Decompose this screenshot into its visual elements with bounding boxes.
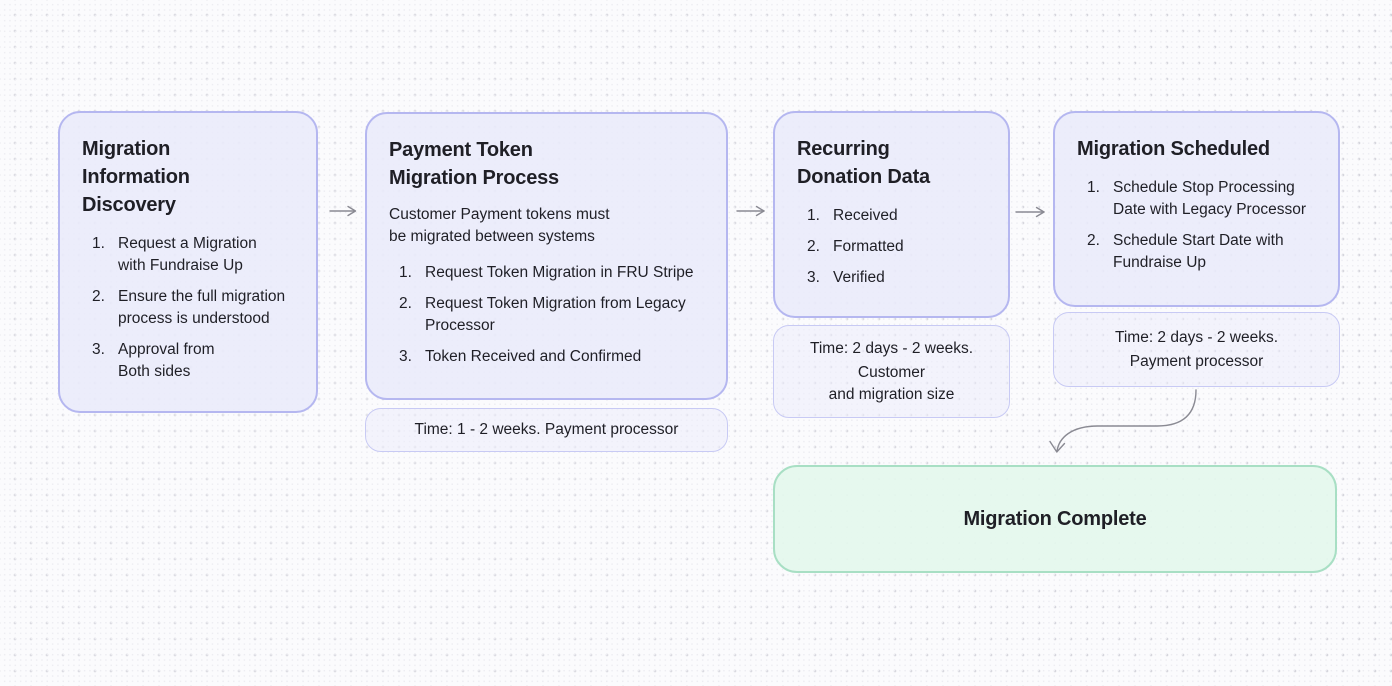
- list-item-text: Fundraise Up: [1113, 254, 1207, 271]
- node-title: Recurring Donation Data: [797, 135, 986, 191]
- node-title-line: Recurring: [797, 138, 890, 160]
- list-item-text: Request Token Migration in FRU Stripe: [425, 264, 694, 281]
- node-title: Payment Token Migration Process: [389, 136, 704, 192]
- node-title-line: Migration Process: [389, 167, 559, 189]
- node-title-line: Migration Scheduled: [1077, 138, 1270, 160]
- list-item: 3. Token Received and Confirmed: [399, 346, 704, 368]
- time-note-text: Time: 2 days - 2 weeks.: [809, 339, 974, 357]
- list-item: 1. Received: [807, 205, 986, 227]
- list-item-text: Verified: [833, 269, 885, 286]
- list-item-text: Formatted: [833, 238, 904, 255]
- list-item-text: Approval from: [118, 341, 215, 358]
- list-item-text: Request Token Migration from Legacy: [425, 295, 686, 312]
- flow-arrow-3-icon: [1015, 206, 1045, 218]
- list-item-text: Request a Migration: [118, 235, 257, 252]
- node-migration-information-discovery[interactable]: Migration Information Discovery 1. Reque…: [58, 111, 318, 413]
- list-item: 2. Ensure the full migration process is u…: [92, 286, 294, 330]
- list-item-text: process is understood: [118, 310, 270, 327]
- list-item-text: Ensure the full migration: [118, 288, 286, 305]
- list-item: 1. Request a Migration with Fundraise Up: [92, 233, 294, 277]
- numbered-list: 1. Received 2. Formatted 3. Verified: [797, 205, 986, 289]
- node-payment-token-migration-process[interactable]: Payment Token Migration Process Customer…: [365, 112, 728, 400]
- time-note-text: Time: 2 days - 2 weeks.: [1114, 328, 1279, 346]
- list-marker: 1.: [1087, 179, 1100, 196]
- time-note-text: Customer: [857, 363, 926, 381]
- node-title: Migration Scheduled: [1077, 135, 1316, 163]
- node-description: Customer Payment tokens must be migrated…: [389, 204, 704, 248]
- list-marker: 2.: [92, 288, 105, 305]
- description-line: be migrated between systems: [389, 228, 595, 245]
- list-marker: 2.: [399, 295, 412, 312]
- node-title-line: Discovery: [82, 194, 176, 216]
- time-note[interactable]: Time: 2 days - 2 weeks. Customer and mig…: [773, 325, 1010, 418]
- list-item: 3. Verified: [807, 267, 986, 289]
- flow-arrow-1-icon: [329, 205, 357, 217]
- time-note-text: and migration size: [828, 385, 955, 403]
- list-item: 1. Request Token Migration in FRU Stripe: [399, 262, 704, 284]
- node-migration-scheduled[interactable]: Migration Scheduled 1. Schedule Stop Pro…: [1053, 111, 1340, 307]
- list-marker: 2.: [1087, 232, 1100, 249]
- list-marker: 1.: [807, 207, 820, 224]
- time-note-text: Time: 1 - 2 weeks. Payment processor: [414, 421, 679, 438]
- list-item: 2. Formatted: [807, 236, 986, 258]
- list-marker: 3.: [399, 348, 412, 365]
- node-recurring-donation-data[interactable]: Recurring Donation Data 1. Received 2. F…: [773, 111, 1010, 318]
- node-title-line: Donation Data: [797, 166, 930, 188]
- list-item-text: with Fundraise Up: [118, 257, 243, 274]
- list-item-text: Received: [833, 207, 898, 224]
- complete-node-label: Migration Complete: [963, 507, 1147, 530]
- node-title: Migration Information Discovery: [82, 135, 294, 219]
- time-note[interactable]: Time: 2 days - 2 weeks. Payment processo…: [1053, 312, 1340, 387]
- numbered-list: 1. Request Token Migration in FRU Stripe…: [389, 262, 704, 368]
- time-note[interactable]: Time: 1 - 2 weeks. Payment processor: [365, 408, 728, 452]
- node-migration-complete[interactable]: Migration Complete: [773, 465, 1337, 573]
- description-line: Customer Payment tokens must: [389, 206, 610, 223]
- list-marker: 1.: [399, 264, 412, 281]
- list-item-text: Token Received and Confirmed: [425, 348, 642, 365]
- list-marker: 2.: [807, 238, 820, 255]
- list-marker: 3.: [807, 269, 820, 286]
- node-title-line: Information: [82, 166, 190, 188]
- list-item-text: Both sides: [118, 363, 191, 380]
- list-marker: 3.: [92, 341, 105, 358]
- list-marker: 1.: [92, 235, 105, 252]
- list-item-text: Processor: [425, 317, 495, 334]
- list-item-text: Schedule Start Date with: [1113, 232, 1284, 249]
- list-item-text: Schedule Stop Processing: [1113, 179, 1295, 196]
- node-title-line: Migration: [82, 138, 171, 160]
- list-item-text: Date with Legacy Processor: [1113, 201, 1306, 218]
- curved-arrow-to-complete-icon: [1049, 389, 1197, 453]
- time-note-text: Payment processor: [1129, 352, 1264, 370]
- flow-arrow-2-icon: [736, 205, 765, 217]
- node-title-line: Payment Token: [389, 139, 533, 161]
